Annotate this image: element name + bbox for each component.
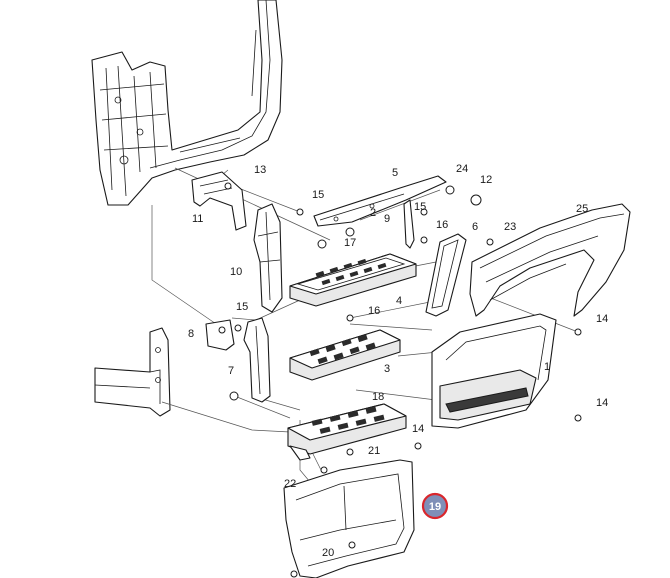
callout-3: 3 xyxy=(384,363,390,375)
callout-19[interactable]: 19 xyxy=(429,501,441,513)
side-housing-1 xyxy=(431,313,557,429)
middle-step-3 xyxy=(289,329,401,381)
bolt-14-left xyxy=(414,442,422,450)
bolt-15-rail xyxy=(420,208,428,216)
nut-12 xyxy=(470,194,482,206)
fender-25 xyxy=(469,203,631,317)
upper-rail-5 xyxy=(313,175,447,227)
vertical-trim-6 xyxy=(425,233,467,317)
callout-17: 17 xyxy=(344,237,356,249)
callout-15-rail: 15 xyxy=(414,201,426,213)
callout-4: 4 xyxy=(396,295,402,307)
step-18-grip xyxy=(311,406,385,434)
pillar-bracket-10 xyxy=(253,203,283,313)
callout-20: 20 xyxy=(322,547,334,559)
callout-24: 24 xyxy=(456,163,468,175)
callout-1: 1 xyxy=(544,361,550,373)
callout-8: 8 xyxy=(188,328,194,340)
callout-18: 18 xyxy=(372,391,384,403)
bolt-21 xyxy=(346,448,354,456)
highlighted-callout-19[interactable]: 19 xyxy=(421,492,449,520)
callout-16-lower: 16 xyxy=(368,305,380,317)
callout-15-lower: 15 xyxy=(236,301,248,313)
bolt-14-top xyxy=(574,328,582,336)
step-4-grip xyxy=(315,258,387,286)
bolt-20 xyxy=(348,541,356,549)
callout-12: 12 xyxy=(480,174,492,186)
callout-5: 5 xyxy=(392,167,398,179)
lower-skirt-19 xyxy=(283,459,415,578)
bolt-14-right xyxy=(574,414,582,422)
callout-21: 21 xyxy=(368,445,380,457)
bolt-22 xyxy=(320,466,328,474)
callout-10: 10 xyxy=(230,266,242,278)
nut-2 xyxy=(345,227,355,237)
nut-24 xyxy=(445,185,455,195)
nut-17 xyxy=(317,239,327,249)
callout-16-upper: 16 xyxy=(436,219,448,231)
step-3-grip xyxy=(309,334,376,365)
lower-frame-bracket xyxy=(94,327,171,417)
bracket-7-8 xyxy=(205,317,271,403)
bolt-15-upper xyxy=(296,208,304,216)
bracket-9 xyxy=(403,199,415,249)
callout-25: 25 xyxy=(576,203,588,215)
nut-lower-left xyxy=(229,391,239,401)
fasteners xyxy=(229,185,582,578)
highlight-ring[interactable] xyxy=(421,492,449,520)
callout-9: 9 xyxy=(384,213,390,225)
callout-labels: 1 2 3 4 5 6 7 8 9 10 11 12 13 14 14 14 1… xyxy=(188,163,608,559)
callout-14-right: 14 xyxy=(596,397,608,409)
lower-step-18 xyxy=(287,403,407,461)
callout-7: 7 xyxy=(228,365,234,377)
bolt-23 xyxy=(486,238,494,246)
callout-13: 13 xyxy=(254,164,266,176)
bracket-11-13 xyxy=(191,171,247,231)
callout-22: 22 xyxy=(284,478,296,490)
bolt-16-lower xyxy=(346,314,354,322)
callout-23: 23 xyxy=(504,221,516,233)
bolt-15-lower xyxy=(234,324,242,332)
callout-11: 11 xyxy=(192,213,203,225)
callout-14-top: 14 xyxy=(596,313,608,325)
callout-2: 2 xyxy=(370,207,376,219)
bolt-16-upper xyxy=(420,236,428,244)
upper-step-4 xyxy=(289,253,417,307)
callout-15-upper: 15 xyxy=(312,189,324,201)
bolt-bottom xyxy=(290,570,298,578)
callout-6: 6 xyxy=(472,221,478,233)
cab-frame xyxy=(91,0,283,206)
callout-14-left: 14 xyxy=(412,423,424,435)
